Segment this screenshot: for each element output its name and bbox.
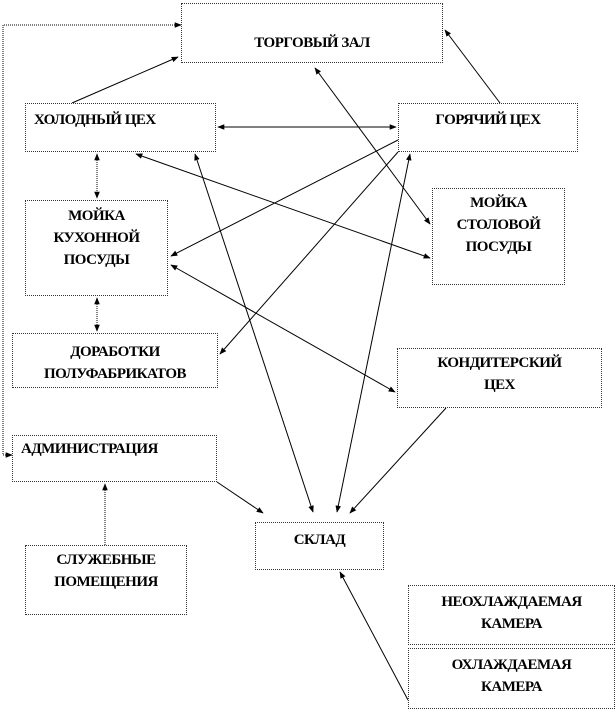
label: ПОМЕЩЕНИЯ	[54, 574, 158, 590]
label: СКЛАД	[293, 532, 346, 548]
confectionery-warehouse-link	[349, 407, 447, 514]
node-table-dish-wash: МОЙКА СТОЛОВОЙ ПОСУДЫ	[432, 188, 565, 285]
refrigerated-warehouse-link	[339, 571, 409, 701]
node-kitchen-dish-wash: МОЙКА КУХОННОЙ ПОСУДЫ	[25, 200, 168, 296]
cold-to-trade-hall-link	[71, 56, 179, 104]
node-semi-finished: ДОРАБОТКИ ПОЛУФАБРИКАТОВ	[12, 333, 218, 388]
hot-to-trade-hall-link	[444, 29, 501, 104]
label: СЛУЖЕБНЫЕ	[56, 552, 156, 568]
label: ГОРЯЧИЙ ЦЕХ	[435, 112, 541, 128]
label: ОХЛАЖДАЕМАЯ	[451, 657, 572, 673]
hot-kitchen-wash-link	[170, 139, 399, 257]
label: ТОРГОВЫЙ ЗАЛ	[254, 35, 370, 51]
label: КУХОННОЙ	[53, 230, 141, 246]
label: КОНДИТЕРСКИЙ	[437, 355, 562, 371]
cold-warehouse-link	[194, 153, 314, 513]
label: ПОСУДЫ	[63, 252, 130, 268]
node-refrigerated-chamber: ОХЛАЖДАЕМАЯ КАМЕРА	[408, 648, 615, 709]
label: АДМИНИСТРАЦИЯ	[21, 441, 158, 457]
label: МОЙКА	[470, 195, 527, 211]
label: ДОРАБОТКИ	[70, 344, 160, 360]
admin-to-trade-hall-link	[2, 22, 182, 458]
node-unrefrigerated-chamber: НЕОХЛАЖДАЕМАЯ КАМЕРА	[408, 585, 615, 645]
label: КАМЕРА	[481, 679, 542, 695]
label: ПОЛУФАБРИКАТОВ	[43, 366, 187, 382]
label: МОЙКА	[68, 208, 125, 224]
cold-table-wash-link	[135, 153, 431, 259]
label: ПОСУДЫ	[465, 239, 532, 255]
node-hot-shop: ГОРЯЧИЙ ЦЕХ	[398, 103, 578, 152]
label: ХОЛОДНЫЙ ЦЕХ	[34, 112, 156, 128]
label: ЦЕХ	[483, 377, 516, 393]
node-cold-shop: ХОЛОДНЫЙ ЦЕХ	[25, 103, 216, 152]
label: НЕОХЛАЖДАЕМАЯ	[441, 594, 582, 610]
node-service-rooms: СЛУЖЕБНЫЕ ПОМЕЩЕНИЯ	[25, 545, 187, 615]
hot-warehouse-link	[335, 153, 412, 513]
node-warehouse: СКЛАД	[255, 522, 384, 570]
node-trade-hall: ТОРГОВЫЙ ЗАЛ	[181, 3, 443, 63]
admin-warehouse-link	[216, 481, 264, 514]
label: СТОЛОВОЙ	[456, 217, 541, 233]
node-confectionery: КОНДИТЕРСКИЙ ЦЕХ	[397, 348, 602, 408]
hot-semi-link	[219, 151, 399, 355]
label: КАМЕРА	[481, 616, 542, 632]
node-administration: АДМИНИСТРАЦИЯ	[12, 435, 217, 482]
